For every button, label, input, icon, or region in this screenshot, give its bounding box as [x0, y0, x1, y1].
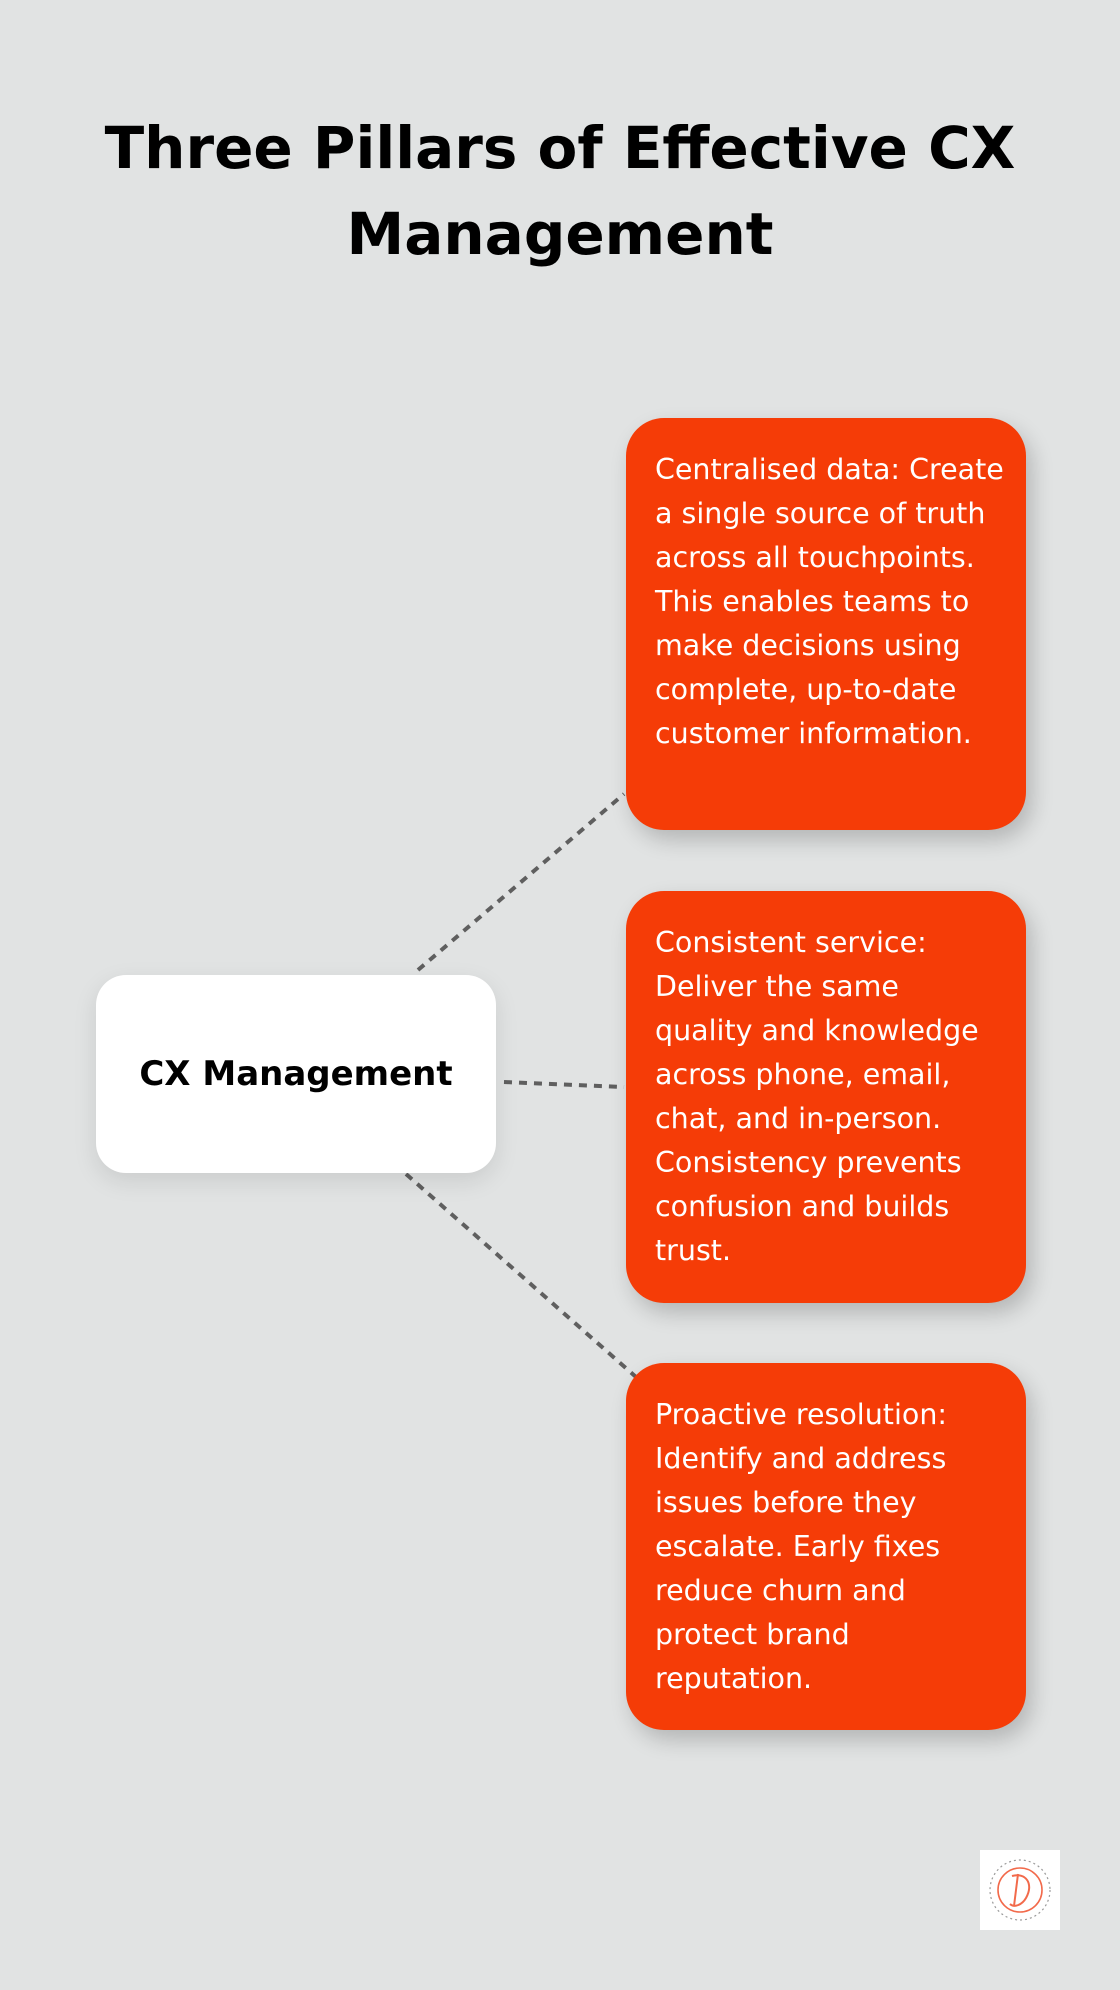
pillar-consistent-service: Consistent service: Deliver the same qua…	[626, 891, 1026, 1303]
pillar-text: Centralised data: Create a single source…	[655, 453, 1004, 750]
center-node: CX Management	[96, 975, 496, 1173]
page-title: Three Pillars of Effective CX Management	[104, 114, 1016, 268]
pillar-text: Consistent service: Deliver the same qua…	[655, 926, 979, 1267]
connector-line-3	[404, 1172, 638, 1379]
connector-line-2	[503, 1080, 625, 1089]
connector-line-1	[416, 792, 626, 972]
pillar-text: Proactive resolution: Identify and addre…	[655, 1398, 947, 1695]
pillar-centralised-data: Centralised data: Create a single source…	[626, 418, 1026, 830]
brand-logo-icon	[980, 1850, 1060, 1930]
center-node-label: CX Management	[139, 1054, 453, 1094]
pillar-proactive-resolution: Proactive resolution: Identify and addre…	[626, 1363, 1026, 1730]
